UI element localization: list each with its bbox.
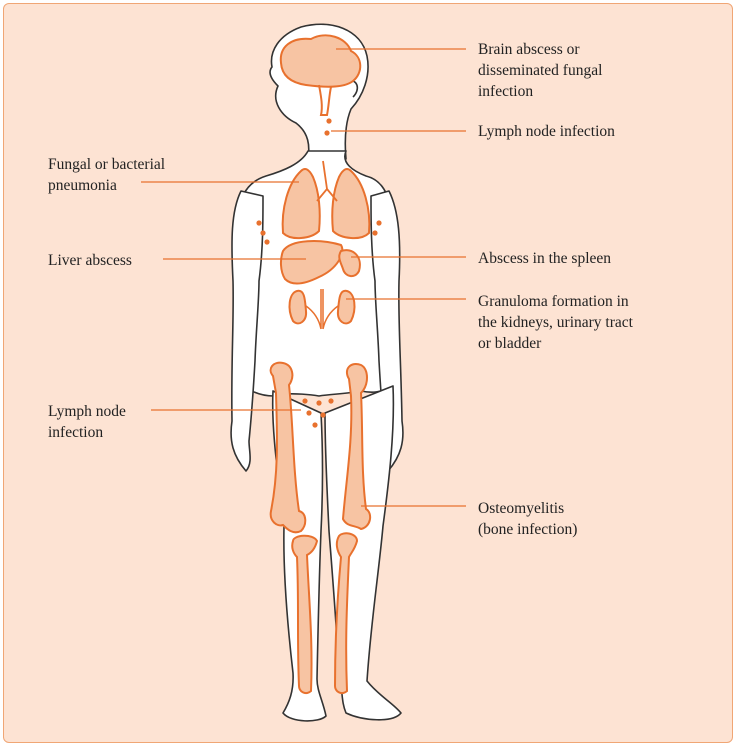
label-osteomyelitis: Osteomyelitis (bone infection) xyxy=(478,498,577,540)
axilla-node-4 xyxy=(376,220,381,225)
groin-node-4 xyxy=(306,410,311,415)
axilla-node-3 xyxy=(264,239,269,244)
neck-node-1 xyxy=(326,118,331,123)
diagram-panel: Brain abscess or disseminated fungal inf… xyxy=(3,3,733,743)
neck-node-2 xyxy=(324,130,329,135)
groin-node-3 xyxy=(328,398,333,403)
label-spleen: Abscess in the spleen xyxy=(478,248,611,269)
left-kidney-shape xyxy=(290,291,307,324)
label-lymph-groin: Lymph node infection xyxy=(48,401,126,443)
groin-node-1 xyxy=(302,398,307,403)
label-kidneys: Granuloma formation in the kidneys, urin… xyxy=(478,291,633,354)
axilla-node-5 xyxy=(372,230,377,235)
axilla-node-2 xyxy=(260,230,265,235)
body-diagram xyxy=(4,4,733,743)
groin-node-6 xyxy=(312,422,317,427)
label-liver: Liver abscess xyxy=(48,250,132,271)
human-body-outline xyxy=(231,24,403,721)
groin-node-2 xyxy=(316,400,321,405)
axilla-node-1 xyxy=(256,220,261,225)
label-pneumonia: Fungal or bacterial pneumonia xyxy=(48,154,165,196)
groin-node-5 xyxy=(320,412,325,417)
right-kidney-shape xyxy=(338,291,355,324)
label-lymph-neck: Lymph node infection xyxy=(478,121,615,142)
label-brain: Brain abscess or disseminated fungal inf… xyxy=(478,39,602,102)
